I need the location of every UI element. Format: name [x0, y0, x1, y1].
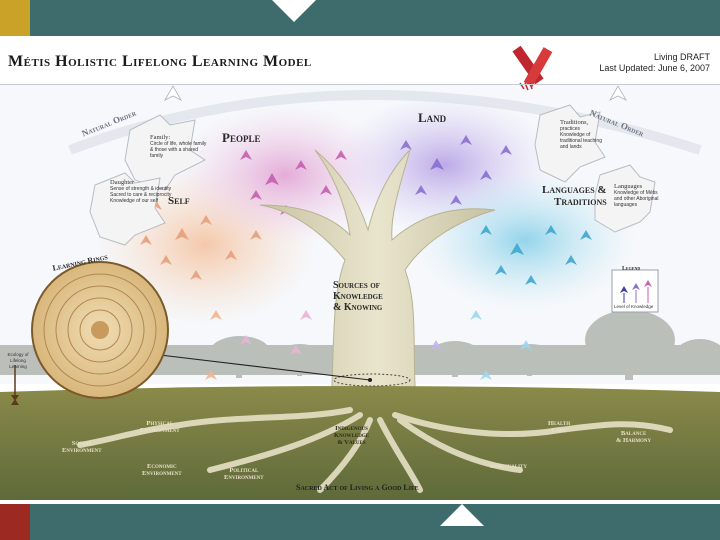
label-land: Land	[418, 110, 446, 126]
legend-title: Legend	[622, 266, 640, 272]
root-health: Health Care	[548, 420, 570, 434]
label-traditions: Traditions	[542, 196, 607, 208]
root-indigenous-line2: Knowledge	[334, 432, 369, 439]
root-economic: Economic Environment	[142, 463, 182, 477]
root-economic-line2: Environment	[142, 470, 182, 477]
root-balance: Balance & Harmony	[616, 430, 651, 444]
root-indigenous: Indigenous Knowledge & Values	[334, 425, 369, 446]
root-social-line2: Environment	[62, 447, 102, 454]
top-accent-block	[0, 0, 30, 36]
top-band	[0, 0, 720, 36]
last-updated: Last Updated: June 6, 2007	[599, 63, 710, 74]
note-family: Family: Circle of life, whole family & t…	[150, 135, 206, 159]
root-balance-line2: & Harmony	[616, 437, 651, 444]
label-sources: Sources of Knowledge & Knowing	[333, 280, 383, 313]
root-physical-line2: Environment	[140, 427, 180, 434]
poster-title: Métis Holistic Lifelong Learning Model	[8, 53, 312, 71]
bottom-band	[0, 504, 720, 540]
note-family-line3: family	[150, 153, 206, 159]
draft-info: Living DRAFT Last Updated: June 6, 2007	[599, 52, 710, 74]
root-physical-line1: Physical	[140, 420, 180, 427]
poster-footer: Sacred Act of Living a Good Life	[296, 483, 419, 492]
label-languages: Languages & Traditions	[542, 184, 607, 208]
draft-status: Living DRAFT	[599, 52, 710, 63]
sources-line-1: Sources of	[333, 280, 383, 291]
root-social-line1: Social	[62, 440, 102, 447]
root-physical: Physical Environment	[140, 420, 180, 434]
label-people: People	[222, 130, 260, 146]
label-languages-line1: Languages &	[542, 184, 607, 196]
sources-line-3: & Knowing	[333, 302, 383, 313]
note-daughter-line3: Knowledge of our self	[110, 198, 171, 204]
root-social: Social Environment	[62, 440, 102, 454]
legend-caption: Level of Knowledge	[614, 304, 653, 310]
title-divider	[0, 84, 720, 85]
root-political: Political Environment	[224, 467, 264, 481]
note-languages-line3: languages	[614, 202, 658, 208]
root-balance-line1: Balance	[616, 430, 651, 437]
note-traditions: Traditions, practices Knowledge of tradi…	[560, 120, 602, 150]
note-traditions-line4: and lands	[560, 144, 602, 150]
lifelong-label: Ecology of Lifelong Learning	[4, 352, 32, 370]
learning-rings-diagram	[32, 262, 168, 398]
root-indigenous-line1: Indigenous	[334, 425, 369, 432]
root-indigenous-line3: & Values	[334, 439, 369, 446]
root-economic-line1: Economic	[142, 463, 182, 470]
root-political-line2: Environment	[224, 474, 264, 481]
note-daughter: Daughter Sense of strength & identity Sa…	[110, 180, 171, 204]
note-languages: Languages Knowledge of Métis and other A…	[614, 184, 658, 208]
root-health-line2: Care	[548, 427, 570, 434]
root-health-line1: Health	[548, 420, 570, 427]
top-notch	[272, 0, 316, 22]
root-political-line1: Political	[224, 467, 264, 474]
bottom-notch	[440, 504, 484, 526]
root-spirituality: Spirituality	[490, 463, 527, 470]
bottom-accent-block	[0, 504, 30, 540]
sources-line-2: Knowledge	[333, 291, 383, 302]
